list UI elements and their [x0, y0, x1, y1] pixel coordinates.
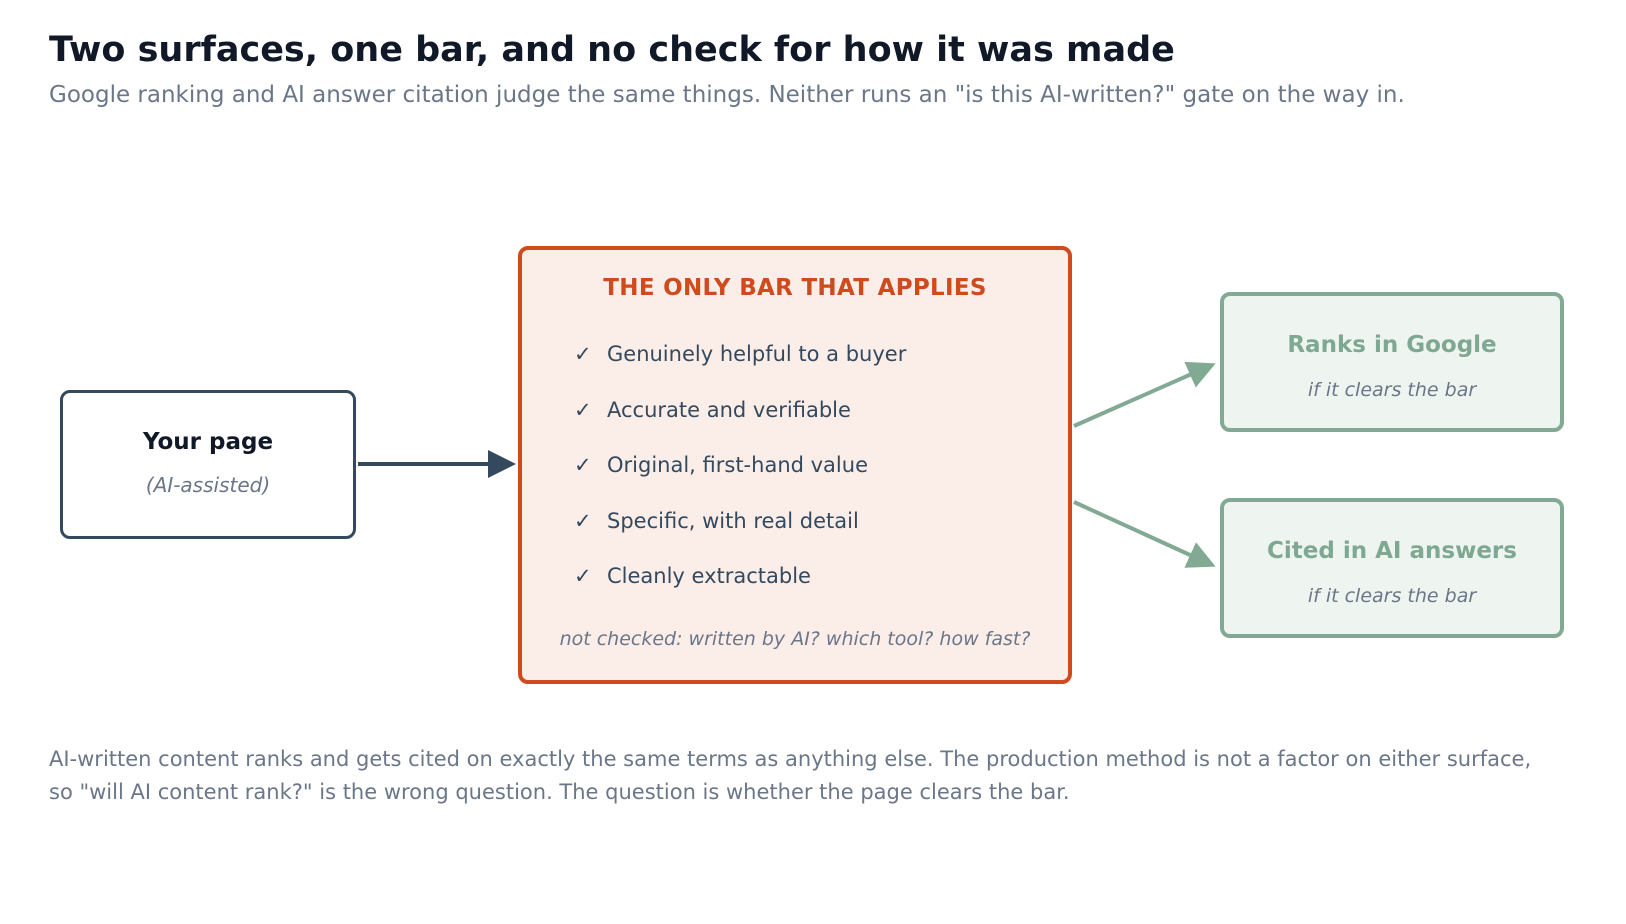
not-checked-note: not checked: written by AI? which tool? … [559, 628, 1031, 650]
criterion-item: ✓ Genuinely helpful to a buyer [574, 342, 906, 398]
criterion-item: ✓ Specific, with real detail [574, 509, 906, 565]
outcome-google-subtitle: if it clears the bar [1307, 379, 1477, 401]
criterion-label: Genuinely helpful to a buyer [607, 342, 907, 366]
source-page-title: Your page [142, 429, 274, 455]
footnote-line: AI-written content ranks and gets cited … [49, 747, 1532, 771]
quality-bar-heading: THE ONLY BAR THAT APPLIES [603, 275, 987, 301]
checkmark-icon: ✓ [574, 508, 592, 533]
outcome-ai-answers-subtitle: if it clears the bar [1307, 585, 1477, 607]
criterion-label: Cleanly extractable [607, 564, 811, 588]
checkmark-icon: ✓ [574, 564, 592, 588]
outcome-ai-answers-title: Cited in AI answers [1267, 538, 1517, 564]
criterion-label: Original, first-hand value [607, 453, 868, 477]
checkmark-icon: ✓ [574, 342, 592, 366]
source-page-subtitle: (AI-assisted) [145, 473, 271, 497]
criterion-label: Accurate and verifiable [607, 397, 851, 422]
footnote-line: so "will AI content rank?" is the wrong … [49, 780, 1070, 804]
page-title: Two surfaces, one bar, and no check for … [49, 30, 1175, 70]
criterion-item: ✓ Accurate and verifiable [574, 398, 906, 454]
criterion-item: ✓ Original, first-hand value [574, 453, 906, 509]
page-subtitle: Google ranking and AI answer citation ju… [49, 82, 1405, 108]
quality-bar-box: THE ONLY BAR THAT APPLIES ✓ Genuinely he… [518, 246, 1072, 684]
outcome-ai-answers-box: Cited in AI answers if it clears the bar [1220, 498, 1564, 638]
source-page-box: Your page (AI-assisted) [60, 390, 356, 539]
outcome-google-box: Ranks in Google if it clears the bar [1220, 292, 1564, 432]
criteria-list: ✓ Genuinely helpful to a buyer ✓ Accurat… [574, 342, 906, 620]
footnote: AI-written content ranks and gets cited … [49, 743, 1609, 809]
criterion-label: Specific, with real detail [607, 508, 859, 533]
arrow-bar-to-google [1073, 361, 1216, 428]
outcome-google-title: Ranks in Google [1287, 332, 1497, 358]
arrow-bar-to-ai-answers [1073, 500, 1216, 568]
checkmark-icon: ✓ [574, 397, 592, 422]
criterion-item: ✓ Cleanly extractable [574, 564, 906, 620]
checkmark-icon: ✓ [574, 453, 592, 477]
